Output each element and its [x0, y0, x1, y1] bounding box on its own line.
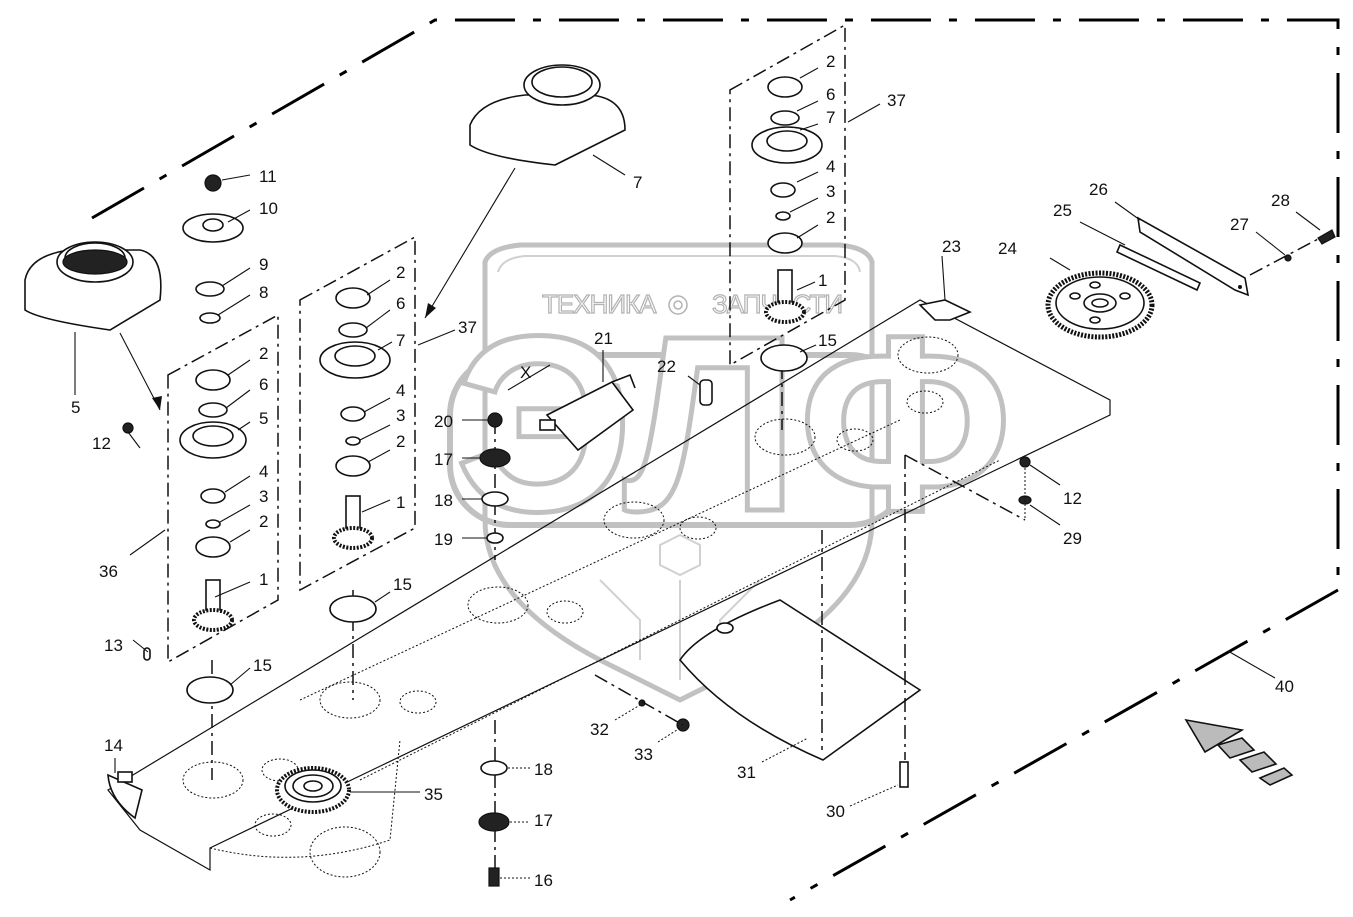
callout-13: 13: [104, 636, 123, 655]
callout-28: 28: [1271, 191, 1290, 210]
leader-lines: [74, 67, 1321, 879]
gearbox-stack-37-middle: [299, 235, 416, 700]
watermark-logo-band: [447, 352, 913, 528]
callout-20: 20: [434, 412, 453, 431]
callout-17: 17: [434, 450, 453, 469]
callout-32: 32: [590, 720, 609, 739]
nut-11: [204, 174, 222, 192]
callout-31: 31: [737, 763, 756, 782]
callout-4: 4: [259, 462, 268, 481]
disc-mounts: [182, 336, 959, 878]
callout-22: 22: [657, 357, 676, 376]
gearbox-stack-37-right: [729, 23, 846, 430]
callout-2: 2: [396, 432, 405, 451]
callout-3: 3: [396, 406, 405, 425]
callout-15: 15: [253, 656, 272, 675]
bearing-housing-5: [24, 241, 162, 331]
direction-of-travel-arrow: [1184, 718, 1294, 786]
dimension-mark: X: [520, 363, 531, 382]
gear-icon: [668, 295, 688, 315]
skid-tab: [117, 771, 133, 783]
callout-1: 1: [818, 271, 827, 290]
callout-36: 36: [99, 562, 118, 581]
guard-hole: [716, 622, 734, 634]
seal-strip: [1115, 243, 1202, 292]
callout-35: 35: [424, 785, 443, 804]
callout-8: 8: [259, 283, 268, 302]
callout-2: 2: [826, 208, 835, 227]
callout-14: 14: [104, 736, 123, 755]
callout-1: 1: [396, 493, 405, 512]
callout-30: 30: [826, 802, 845, 821]
callout-18: 18: [434, 491, 453, 510]
callout-24: 24: [998, 239, 1017, 258]
callout-6: 6: [826, 85, 835, 104]
callout-7: 7: [396, 331, 405, 350]
callout-12: 12: [92, 434, 111, 453]
spring-22: [699, 379, 713, 406]
callout-21: 21: [594, 329, 613, 348]
callout-2: 2: [826, 52, 835, 71]
sensor-21: X: [507, 363, 636, 452]
callout-40: 40: [1275, 677, 1294, 696]
callout-7: 7: [633, 173, 642, 192]
bracket-23: [918, 299, 972, 321]
assembly-frame: [91, 18, 1340, 902]
callout-6: 6: [396, 294, 405, 313]
callout-26: 26: [1089, 180, 1108, 199]
callout-17: 17: [534, 811, 553, 830]
callout-2: 2: [259, 512, 268, 531]
guard-plate: [679, 599, 922, 761]
watermark-left-text: ТЕХНИКА: [542, 289, 657, 319]
callout-25: 25: [1053, 201, 1072, 220]
callout-18: 18: [534, 760, 553, 779]
callout-6: 6: [259, 375, 268, 394]
callout-37: 37: [458, 318, 477, 337]
watermark-shield: [482, 242, 875, 703]
callout-12: 12: [1063, 489, 1082, 508]
gear-24: [1045, 270, 1155, 340]
callout-5: 5: [259, 409, 268, 428]
gear-35: [275, 766, 351, 814]
callout-2: 2: [259, 344, 268, 363]
callout-10: 10: [259, 199, 278, 218]
callout-19: 19: [434, 530, 453, 549]
fastener-stack: [478, 412, 511, 887]
bar-hole: [1238, 285, 1242, 289]
callout-16: 16: [534, 871, 553, 890]
callout-7: 7: [826, 108, 835, 127]
callout-27: 27: [1230, 215, 1249, 234]
watermark-shield-inner: [497, 255, 861, 273]
callout-3: 3: [826, 182, 835, 201]
callout-15: 15: [818, 331, 837, 350]
callout-23: 23: [942, 237, 961, 256]
watermark-logo-letters: ЭЛФ: [455, 284, 1012, 563]
callout-11: 11: [259, 167, 277, 186]
nut-12-left: [122, 422, 134, 434]
callout-1: 1: [259, 570, 268, 589]
bolt-30: [899, 761, 909, 788]
bearing-housing-7: [469, 64, 626, 166]
bolt-28: [1317, 229, 1336, 245]
nut-12-right: [1019, 456, 1031, 468]
callout-labels: 2 6 7 4 3 2 1 15 37 7 11 10 9 8 5 2 6 5 …: [71, 52, 1294, 890]
callout-4: 4: [826, 157, 835, 176]
callout-5: 5: [71, 398, 80, 417]
callout-4: 4: [396, 381, 405, 400]
callout-15: 15: [393, 575, 412, 594]
callout-3: 3: [259, 487, 268, 506]
callout-29: 29: [1063, 529, 1082, 548]
gearbox-stack-36: [143, 174, 279, 780]
callout-9: 9: [259, 255, 268, 274]
cover-bar: [1136, 216, 1250, 297]
callout-37: 37: [887, 91, 906, 110]
callout-33: 33: [634, 745, 653, 764]
callout-2: 2: [396, 263, 405, 282]
skid-shoe: [107, 773, 143, 820]
